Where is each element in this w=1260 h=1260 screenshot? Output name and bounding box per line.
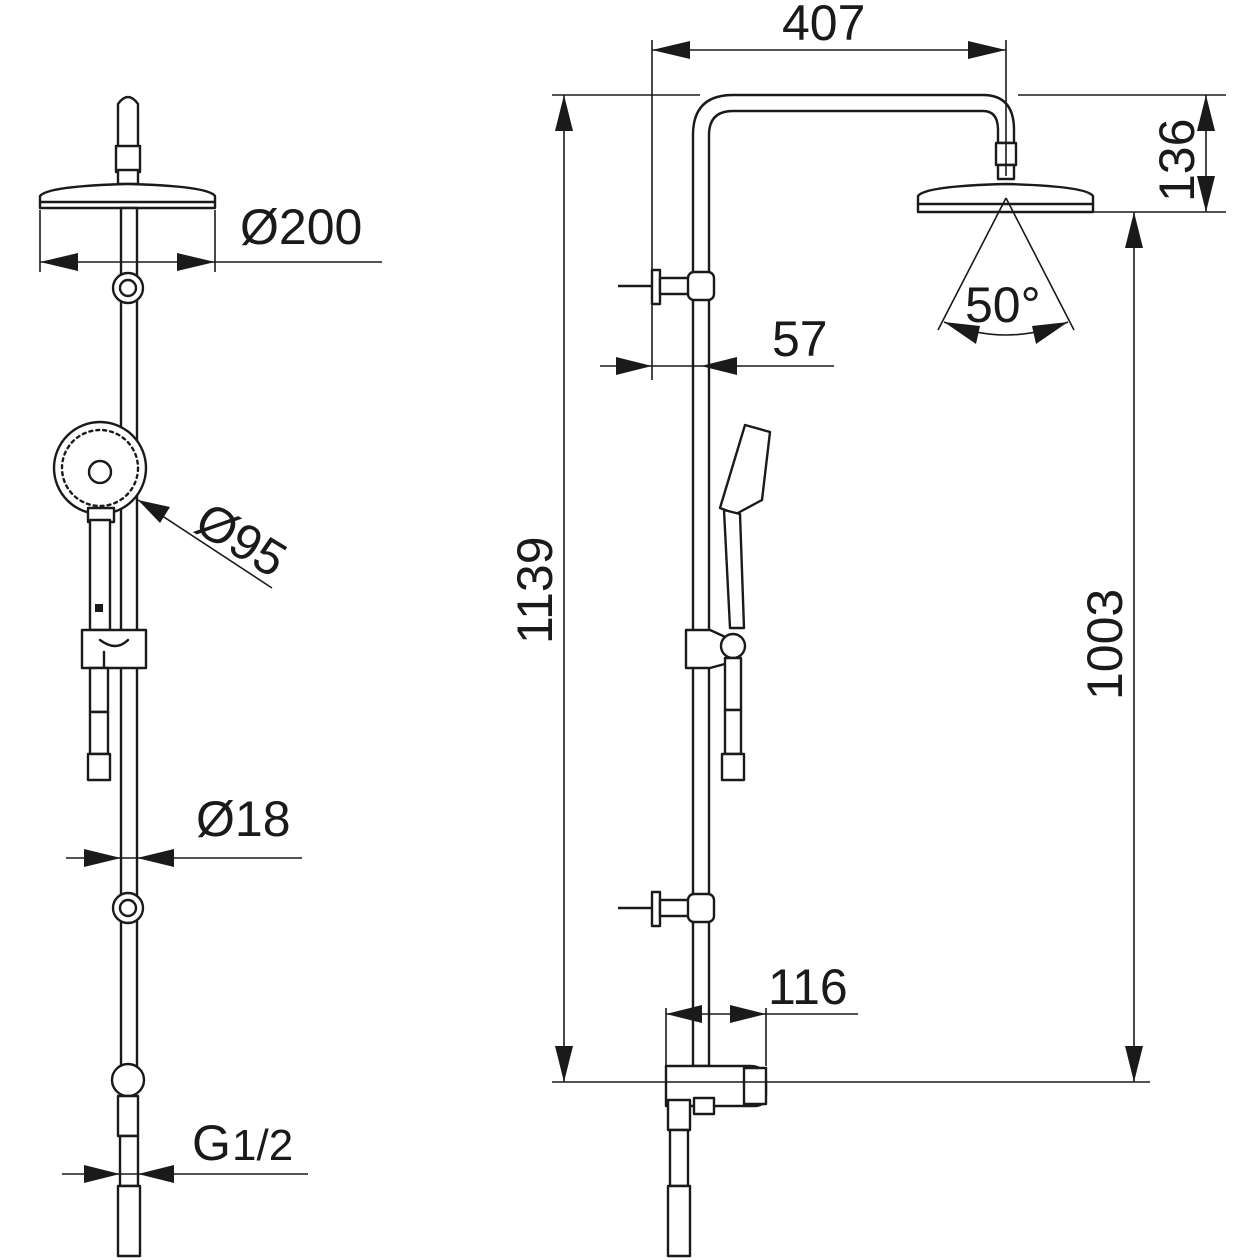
- mixer-depth-label: 116: [768, 959, 848, 1015]
- angle-arrow-right: [1032, 322, 1068, 344]
- dimG-arrow-right: [138, 1165, 174, 1183]
- hand-shower-nozzles: [60, 428, 140, 508]
- hose-side-mid: [723, 708, 743, 756]
- dim95-arrow: [138, 500, 170, 523]
- dim1003-arrow-bottom: [1125, 1046, 1143, 1082]
- hand-diameter-label: Ø95: [186, 491, 296, 588]
- angle-arrow-left: [944, 322, 980, 344]
- dim136-arrow-top: [1197, 95, 1215, 131]
- dim57-arrow-left: [616, 357, 652, 375]
- connector-hose-front: [118, 1134, 140, 1188]
- rain-diameter-label: Ø200: [240, 199, 362, 255]
- hose-side-nut: [720, 752, 746, 782]
- lower-bracket-inner: [118, 898, 138, 918]
- hose-mid: [88, 710, 110, 756]
- diverter-knob: [742, 1066, 768, 1106]
- dim18-arrow-left: [84, 849, 121, 867]
- hose-upper: [88, 666, 110, 714]
- connector-nut-front: [116, 1184, 142, 1258]
- head-height-label: 136: [1149, 119, 1205, 202]
- hose-nut: [86, 752, 112, 782]
- dim1139-arrow-top: [555, 95, 573, 131]
- head-neck: [116, 168, 140, 186]
- riser-top-cap: [116, 95, 140, 160]
- mixer-knob-front: [110, 1062, 146, 1098]
- connection-label-main: G: [192, 1115, 231, 1171]
- dim18-arrow-right: [137, 849, 174, 867]
- upper-bracket-inner: [118, 278, 138, 298]
- hose-side-upper: [723, 656, 743, 712]
- connector-front: [116, 1094, 140, 1138]
- spray-angle-label: 50°: [965, 277, 1041, 333]
- dimG-arrow-left: [84, 1165, 120, 1183]
- slider-knob-side: [719, 632, 747, 660]
- dim1003-arrow-top: [1125, 212, 1143, 248]
- dim407-arrow-right: [968, 41, 1006, 59]
- dim200-arrow-right: [177, 253, 215, 271]
- dim200-arrow-left: [40, 253, 78, 271]
- dim116-arrow-right: [730, 1005, 766, 1023]
- slider-holder-front: [80, 628, 148, 670]
- tube-diameter-label: Ø18: [196, 791, 291, 847]
- hand-shower-side-head: [718, 423, 772, 516]
- connector-side: [666, 1098, 692, 1132]
- head-joint: [114, 144, 142, 174]
- upper-bracket-clamp: [686, 270, 716, 302]
- connector-nut-side: [666, 1184, 692, 1258]
- height-head-label: 1003: [1077, 589, 1133, 700]
- handle-button: [95, 604, 103, 612]
- height-total-label: 1139: [507, 536, 563, 644]
- dim407-arrow-left: [652, 41, 690, 59]
- spray-cone-left: [937, 197, 1007, 331]
- dim57-arrow-right: [701, 357, 737, 375]
- spray-cone-right: [1005, 197, 1075, 331]
- lower-bracket-clamp: [686, 892, 716, 924]
- hand-shower-side-handle: [722, 508, 746, 630]
- slider-holder-detail: [98, 638, 130, 670]
- side-view: 50° 407: [507, 0, 1226, 1258]
- front-view: Ø200 Ø95 Ø18 G 1/2: [38, 95, 382, 1258]
- connector-hose-side: [668, 1128, 690, 1188]
- wall-offset-label: 57: [772, 311, 828, 367]
- rain-head-front: [38, 182, 217, 210]
- dim1139-arrow-bottom: [555, 1046, 573, 1082]
- width-total-label: 407: [782, 0, 865, 51]
- hand-shower-center: [87, 459, 113, 485]
- hand-shower-handle: [88, 518, 112, 632]
- diverter-outlet: [692, 1096, 716, 1116]
- dim116-arrow-left: [666, 1005, 702, 1023]
- dim136-arrow-bottom: [1197, 176, 1215, 212]
- connection-label-frac: 1/2: [232, 1121, 293, 1170]
